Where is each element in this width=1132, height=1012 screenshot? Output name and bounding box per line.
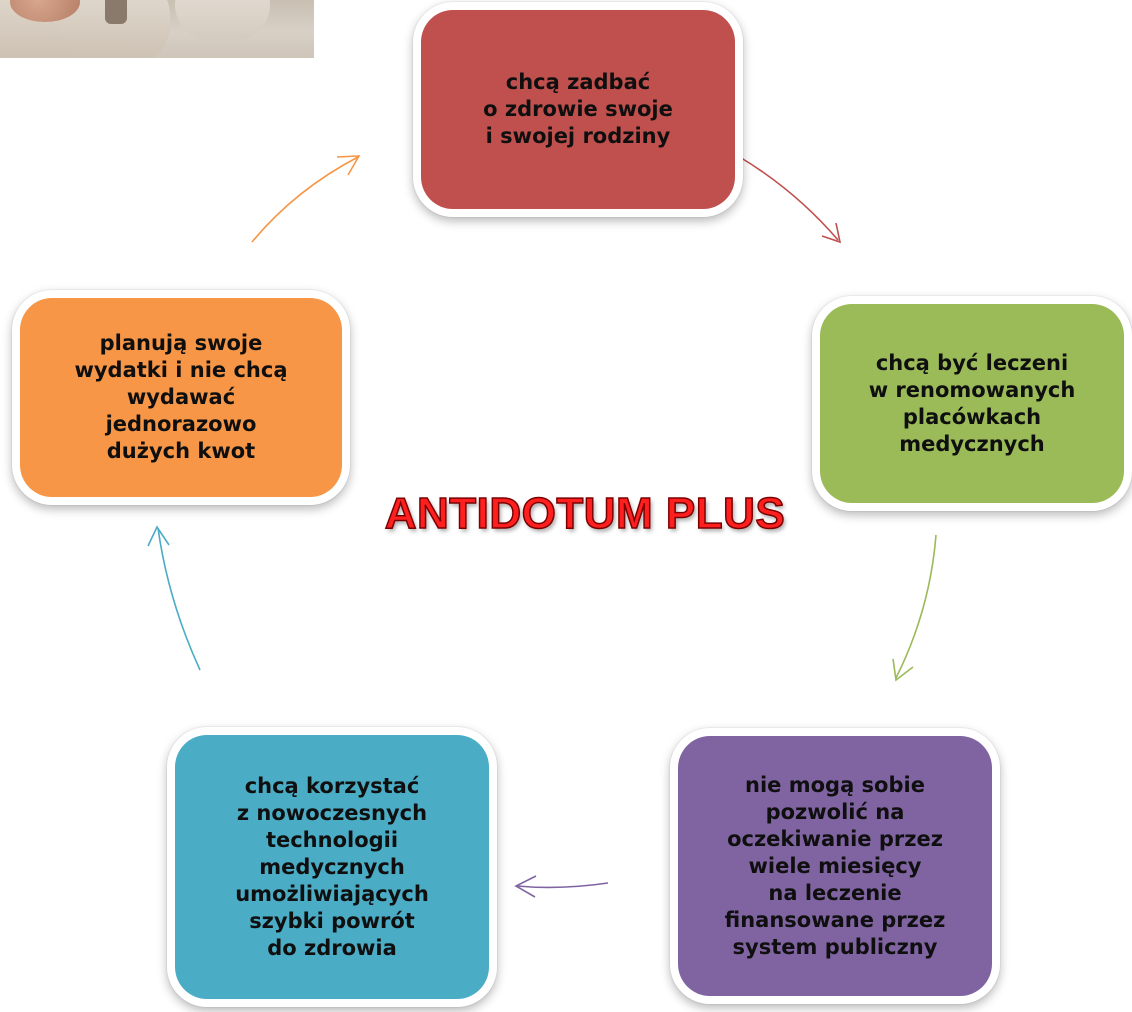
step-text-right: chcą być leczeni w renomowanych placówka… [820,304,1124,503]
arrow-bottom-left-to-left [147,525,201,671]
step-box-bottom-left: chcą korzystać z nowoczesnych technologi… [167,727,497,1007]
step-text-bottom-left: chcą korzystać z nowoczesnych technologi… [175,735,489,999]
step-box-left: planują swoje wydatki i nie chcą wydawać… [12,290,350,505]
arrow-line [157,527,201,671]
arrowhead [821,222,842,244]
arrow-line [251,156,359,243]
diagram-title: ANTIDOTUM PLUS [384,488,786,539]
step-box-bottom-right: nie mogą sobie pozwolić na oczekiwanie p… [670,728,1000,1004]
step-box-right: chcą być leczeni w renomowanych placówka… [812,296,1132,511]
arrow-line [895,534,937,679]
step-text-left: planują swoje wydatki i nie chcą wydawać… [20,298,342,497]
arrow-right-to-bottom-right [892,534,937,682]
arrowhead [514,875,537,898]
step-text-bottom-right: nie mogą sobie pozwolić na oczekiwanie p… [678,736,992,996]
arrow-line [516,882,609,889]
arrow-left-to-top [251,155,361,243]
cropped-photo [0,0,314,58]
arrow-line [737,155,839,241]
arrowhead [147,525,170,547]
arrowhead [336,155,361,176]
step-box-top: chcą zadbać o zdrowie swoje i swojej rod… [413,2,743,217]
arrow-top-to-right [737,155,842,244]
arrow-bottom-right-to-bottom-left [514,875,609,898]
step-text-top: chcą zadbać o zdrowie swoje i swojej rod… [421,10,735,209]
arrowhead [892,658,914,682]
